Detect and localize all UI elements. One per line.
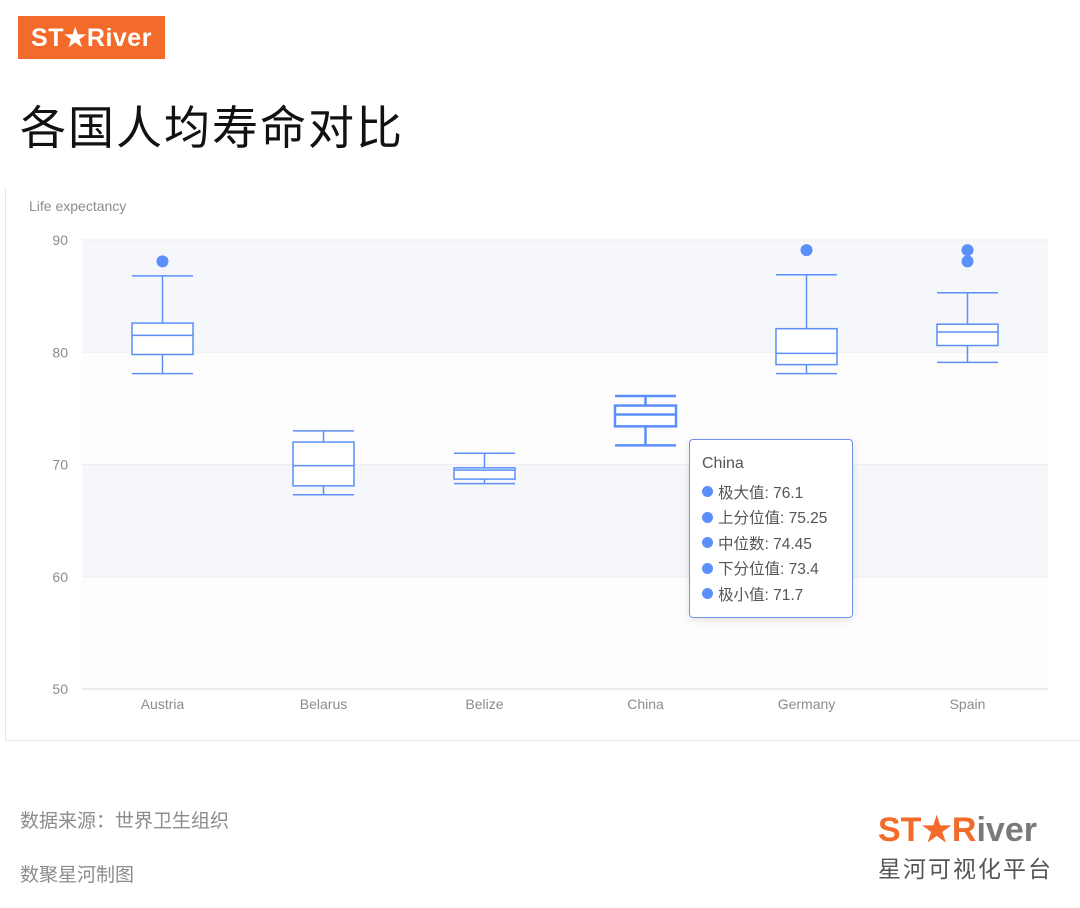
outlier-point[interactable]: [156, 255, 169, 268]
box-china[interactable]: [613, 394, 678, 447]
tooltip-row-q1: 下分位值: 73.4: [702, 556, 840, 582]
y-tick-label: 80: [52, 344, 68, 360]
footer-brand-logo: ST★River 星河可视化平台: [878, 812, 1068, 884]
tooltip-row-min: 极小值: 71.7: [702, 581, 840, 607]
series-dot-icon: [702, 486, 713, 498]
grid-band: [82, 464, 1048, 577]
box-germany[interactable]: [775, 244, 838, 375]
y-axis-title: Life expectancy: [29, 198, 126, 214]
grid-band: [82, 576, 1048, 689]
tooltip-q3-label: 上分位值: 75.25: [718, 510, 828, 528]
box-iqr: [453, 467, 516, 480]
box-spain[interactable]: [936, 244, 999, 364]
y-tick-label: 60: [52, 569, 68, 585]
tooltip-median-label: 中位数: 74.45: [718, 535, 812, 553]
box-iqr: [613, 404, 678, 428]
tooltip-max-label: 极大值: 76.1: [718, 484, 804, 502]
box-iqr: [936, 323, 999, 347]
tooltip-q1-label: 下分位值: 73.4: [718, 561, 819, 579]
series-dot-icon: [702, 588, 713, 600]
tooltip-row-max: 极大值: 76.1: [702, 479, 840, 505]
series-dot-icon: [702, 562, 713, 574]
grid-band: [82, 240, 1048, 353]
x-tick-label: China: [627, 696, 664, 712]
box-iqr: [292, 441, 355, 487]
box-iqr: [131, 322, 194, 356]
brand-logo-badge: ST★River: [18, 16, 165, 59]
box-belarus[interactable]: [292, 430, 355, 496]
tooltip-title: China: [702, 455, 744, 472]
x-tick-label: Austria: [141, 696, 185, 712]
x-tick-label: Spain: [950, 696, 986, 712]
logo-subtitle: 星河可视化平台: [878, 857, 1053, 883]
logo-wordmark-gray: iver: [976, 811, 1037, 849]
x-tick-label: Belarus: [300, 696, 347, 712]
chart-tooltip: China 极大值: 76.1 上分位值: 75.25 中位数: 74.45 下…: [689, 439, 853, 618]
x-tick-label: Germany: [778, 696, 836, 712]
outlier-point[interactable]: [961, 244, 974, 257]
y-tick-label: 70: [52, 457, 68, 473]
data-source-note: 数据来源：世界卫生组织: [20, 810, 230, 832]
grid-band: [82, 352, 1048, 465]
tooltip-row-median: 中位数: 74.45: [702, 530, 840, 556]
outlier-point[interactable]: [961, 255, 974, 268]
series-dot-icon: [702, 511, 713, 523]
page-title: 各国人均寿命对比: [20, 101, 404, 155]
series-dot-icon: [702, 537, 713, 549]
tooltip-min-label: 极小值: 71.7: [718, 586, 804, 604]
box-austria[interactable]: [131, 255, 194, 375]
y-tick-label: 50: [52, 681, 68, 697]
y-tick-label: 90: [52, 232, 68, 248]
maker-note: 数聚星河制图: [20, 864, 135, 886]
logo-wordmark: ST★River: [878, 812, 1068, 848]
outlier-point[interactable]: [800, 244, 813, 257]
tooltip-row-q3: 上分位值: 75.25: [702, 505, 840, 531]
box-belize[interactable]: [453, 452, 516, 485]
box-iqr: [775, 327, 838, 366]
x-tick-label: Belize: [465, 696, 503, 712]
logo-wordmark-orange: ST★R: [878, 811, 977, 849]
